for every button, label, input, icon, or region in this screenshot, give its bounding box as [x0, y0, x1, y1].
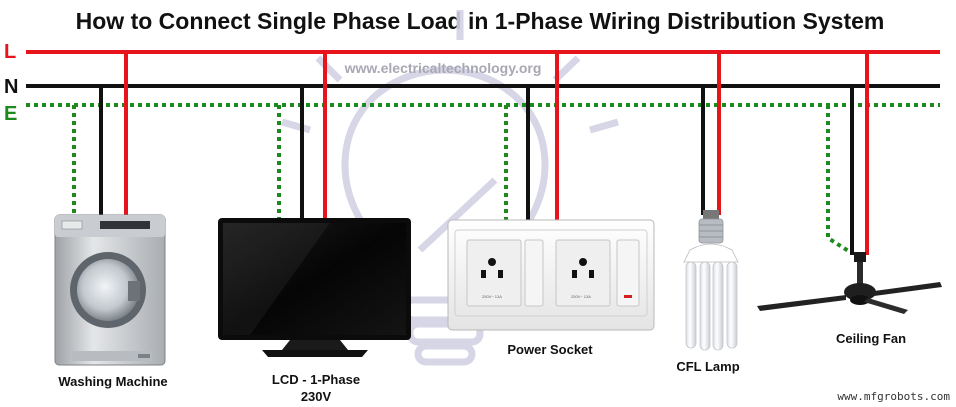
page-title: How to Connect Single Phase Load in 1-Ph… — [76, 8, 885, 34]
washing-machine-label: Washing Machine — [58, 374, 167, 389]
ceiling-fan-label: Ceiling Fan — [836, 331, 906, 346]
power-socket-icon: 250V~ 13A 250V~ 13A — [447, 219, 655, 331]
cfl-lamp-icon — [683, 210, 739, 351]
lcd-wires — [277, 52, 327, 220]
earth-bus-label: E — [4, 103, 17, 125]
washing-machine-wires — [72, 52, 128, 218]
lamp-wires — [701, 52, 721, 215]
svg-text:250V~ 13A: 250V~ 13A — [571, 294, 591, 299]
cfl-lamp-label: CFL Lamp — [676, 359, 739, 374]
svg-text:250V~ 13A: 250V~ 13A — [482, 294, 502, 299]
neutral-bus-label: N — [4, 76, 18, 98]
lcd-label-line1: LCD - 1-Phase — [272, 372, 360, 387]
live-bus-label: L — [4, 41, 16, 63]
watermark-text: www.electricaltechnology.org — [344, 60, 542, 76]
lcd-tv-icon — [218, 218, 411, 357]
power-socket-label: Power Socket — [507, 342, 593, 357]
ceiling-fan-icon — [757, 252, 942, 314]
credit-text: www.mfgrobots.com — [837, 390, 950, 403]
lcd-label-line2: 230V — [301, 389, 332, 404]
fan-wires — [826, 52, 869, 255]
socket-wires — [504, 52, 559, 222]
washing-machine-icon — [54, 214, 166, 366]
